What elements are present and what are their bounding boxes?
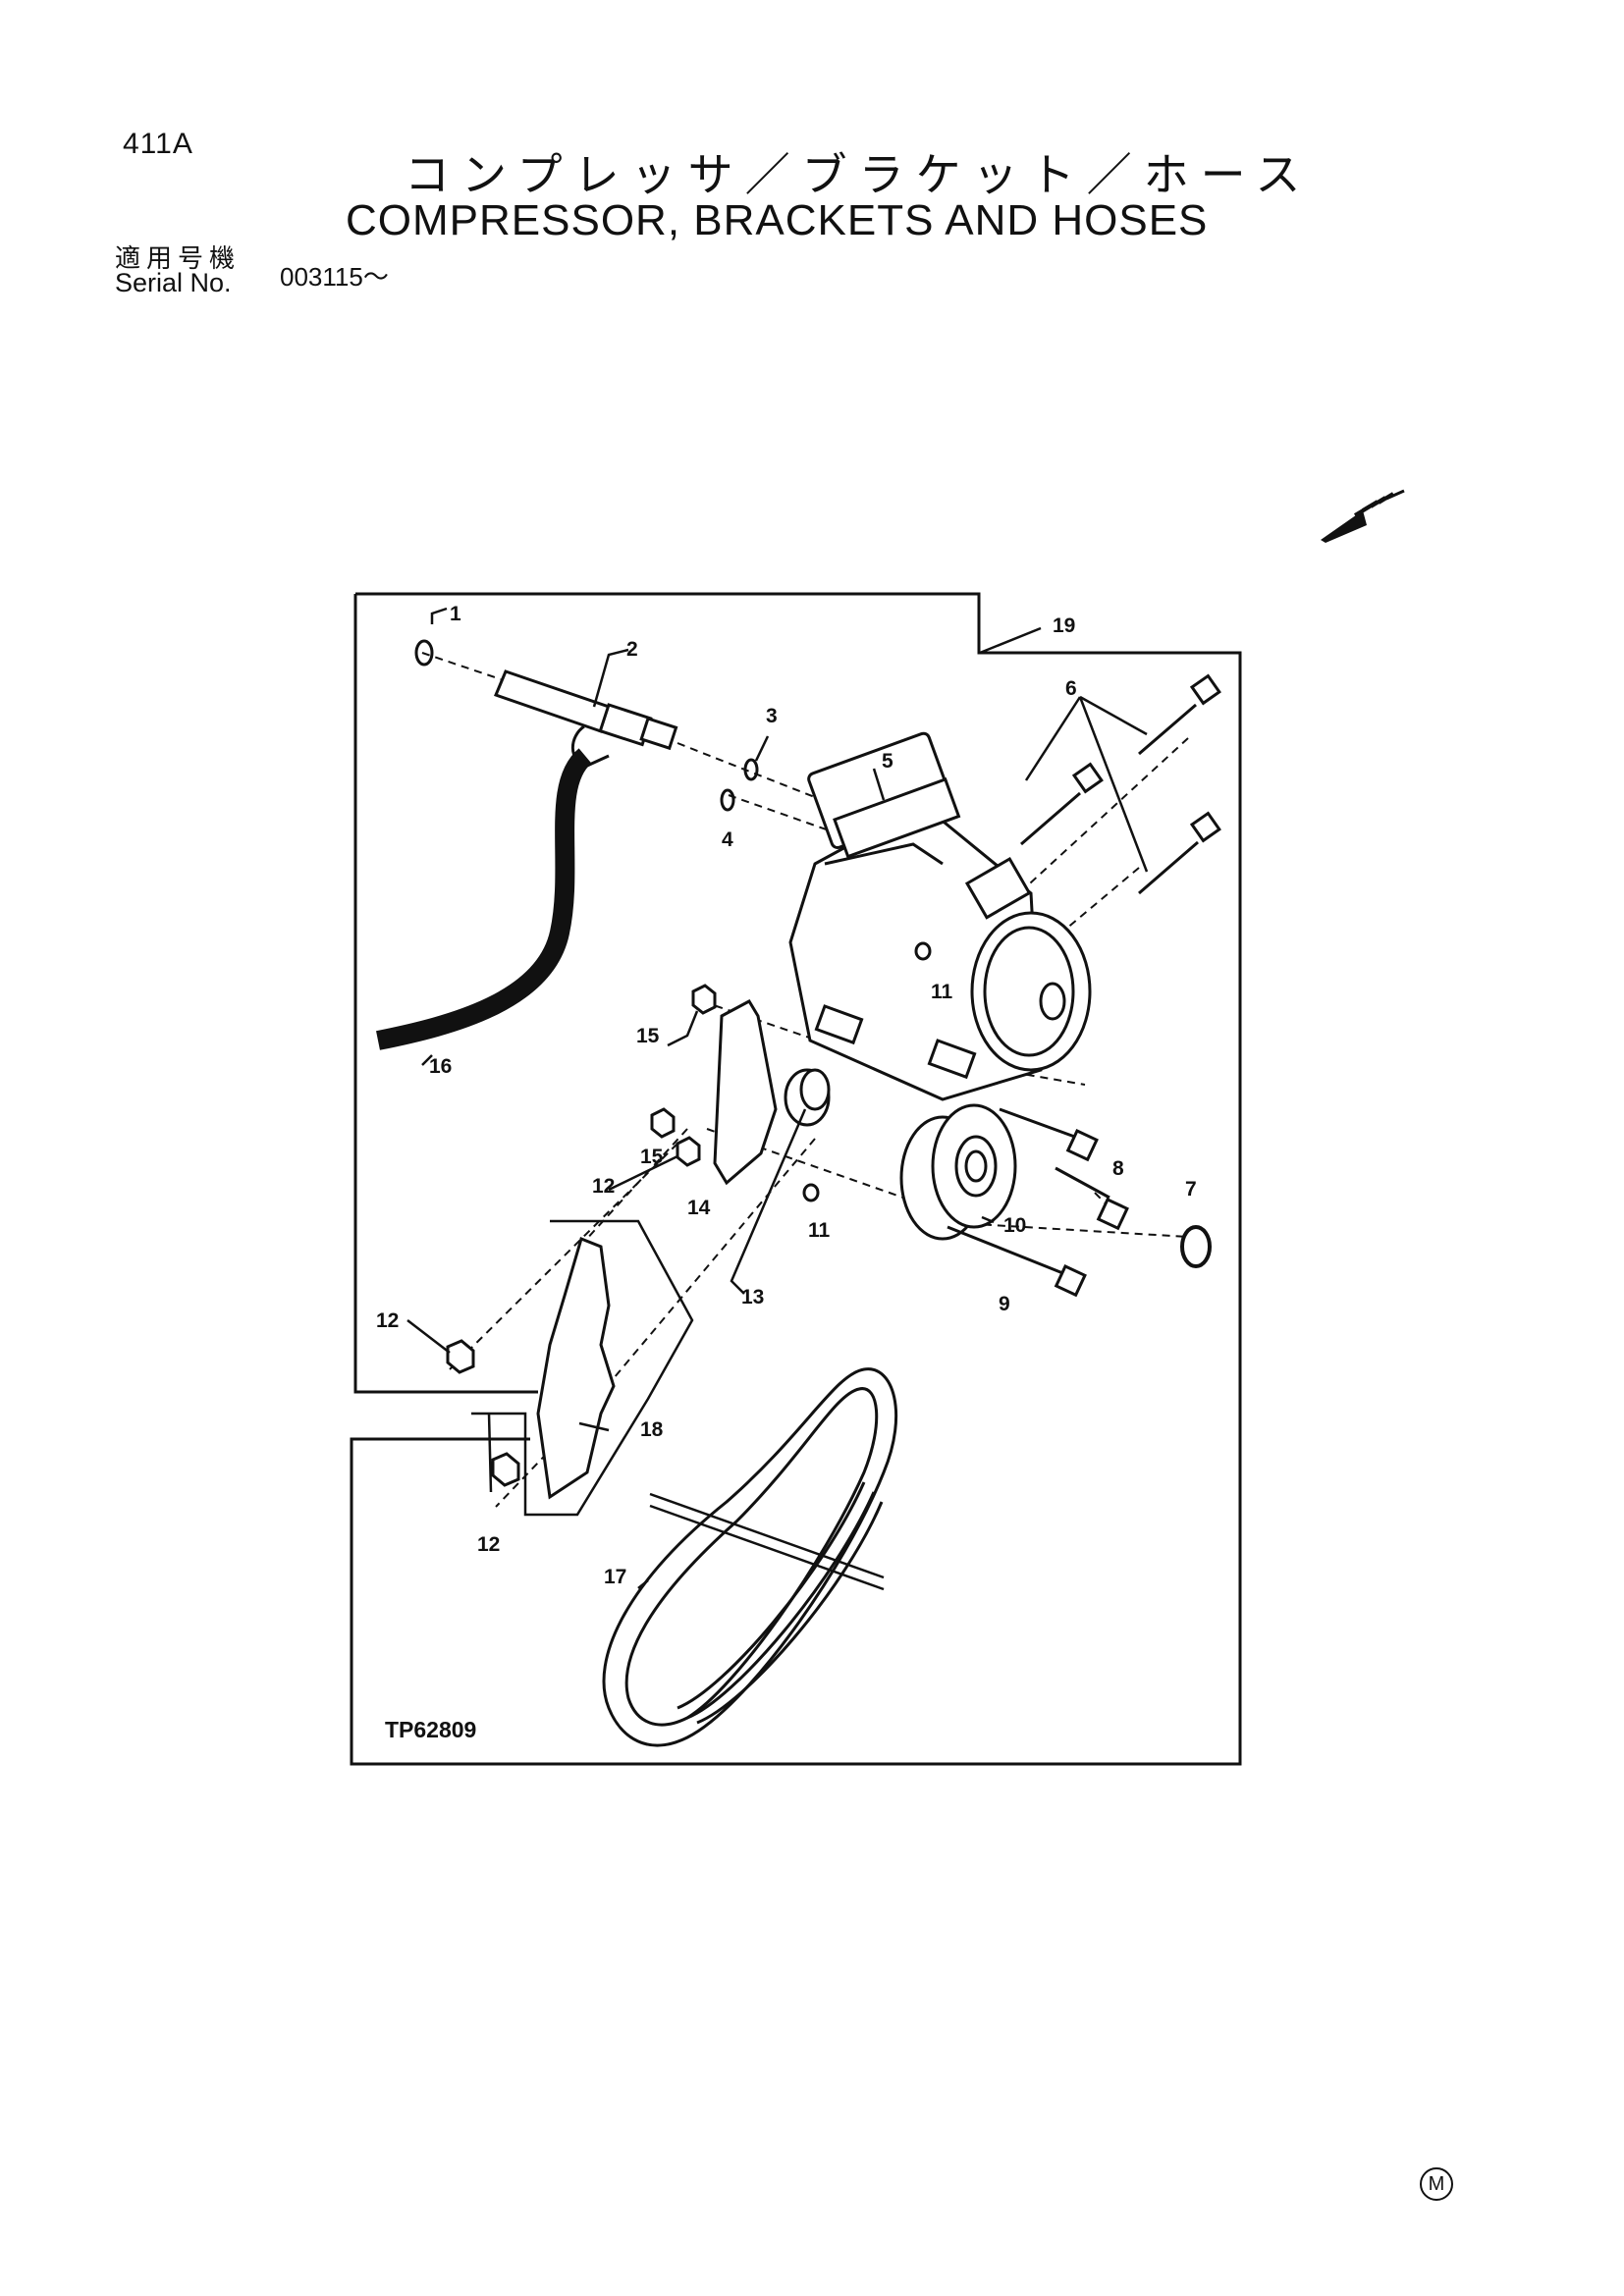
callout-4: 4 — [722, 828, 733, 851]
callout-18: 18 — [640, 1418, 664, 1441]
callout-7: 7 — [1185, 1178, 1197, 1201]
callout-10: 10 — [1003, 1214, 1026, 1237]
callout-3: 3 — [766, 705, 778, 727]
hose-16 — [376, 748, 593, 1050]
callout-11a: 11 — [931, 981, 953, 1003]
leader-lines — [406, 607, 1149, 1589]
callout-12a: 12 — [592, 1175, 615, 1198]
callout-13: 13 — [741, 1286, 764, 1308]
title-japanese: コンプレッサ／ブラケット／ホース — [405, 148, 1313, 201]
callout-labels: 1 2 3 4 5 6 7 8 9 10 11 11 12 12 12 13 1… — [376, 603, 1197, 1588]
bolt-long — [999, 1107, 1099, 1162]
footer-mark: M — [1420, 2167, 1453, 2201]
callout-17: 17 — [604, 1566, 626, 1588]
hose-fitting-2 — [494, 669, 678, 768]
callout-11b: 11 — [808, 1219, 831, 1242]
nut-11 — [802, 1183, 820, 1202]
serial-label-english: Serial No. — [115, 268, 232, 297]
bracket-14 — [713, 999, 778, 1186]
callout-12b: 12 — [376, 1309, 399, 1332]
serial-value: 003115～ — [280, 262, 389, 292]
diagram-frame — [350, 592, 1242, 1766]
o-ring-3 — [743, 758, 759, 781]
callout-15a: 15 — [636, 1025, 660, 1047]
idler-pulley-10 — [899, 1103, 1017, 1241]
callout-16: 16 — [429, 1055, 452, 1078]
o-ring-1 — [414, 639, 434, 667]
callout-2: 2 — [626, 638, 638, 661]
title-english: COMPRESSOR, BRACKETS AND HOSES — [346, 196, 1209, 244]
callout-6: 6 — [1065, 677, 1077, 700]
washer-7 — [1180, 1225, 1212, 1268]
nuts-12 — [446, 1136, 701, 1487]
bracket-18-box — [471, 1219, 694, 1517]
nuts-15 — [650, 984, 717, 1139]
o-ring-4 — [720, 788, 735, 812]
bolts-6 — [1020, 673, 1221, 895]
bolt-9 — [947, 1225, 1087, 1298]
serial-label-japanese: 適用号機 — [115, 244, 242, 274]
callout-12c: 12 — [477, 1533, 500, 1556]
belt-17 — [602, 1367, 898, 1747]
page-code: 411A — [123, 128, 193, 160]
callout-19: 19 — [1053, 614, 1075, 637]
callout-1: 1 — [450, 603, 461, 625]
direction-arrow-icon — [1321, 489, 1405, 543]
compressor-5 — [788, 731, 1092, 1101]
callout-14: 14 — [687, 1197, 711, 1219]
bolt-8 — [1055, 1166, 1129, 1231]
callout-8: 8 — [1112, 1157, 1124, 1180]
diagram-code: TP62809 — [385, 1717, 476, 1742]
callout-9: 9 — [999, 1293, 1010, 1315]
bracket-18 — [536, 1236, 616, 1500]
callout-5: 5 — [882, 750, 893, 773]
spacer-13 — [784, 1068, 831, 1127]
callout-15b: 15 — [640, 1146, 664, 1168]
